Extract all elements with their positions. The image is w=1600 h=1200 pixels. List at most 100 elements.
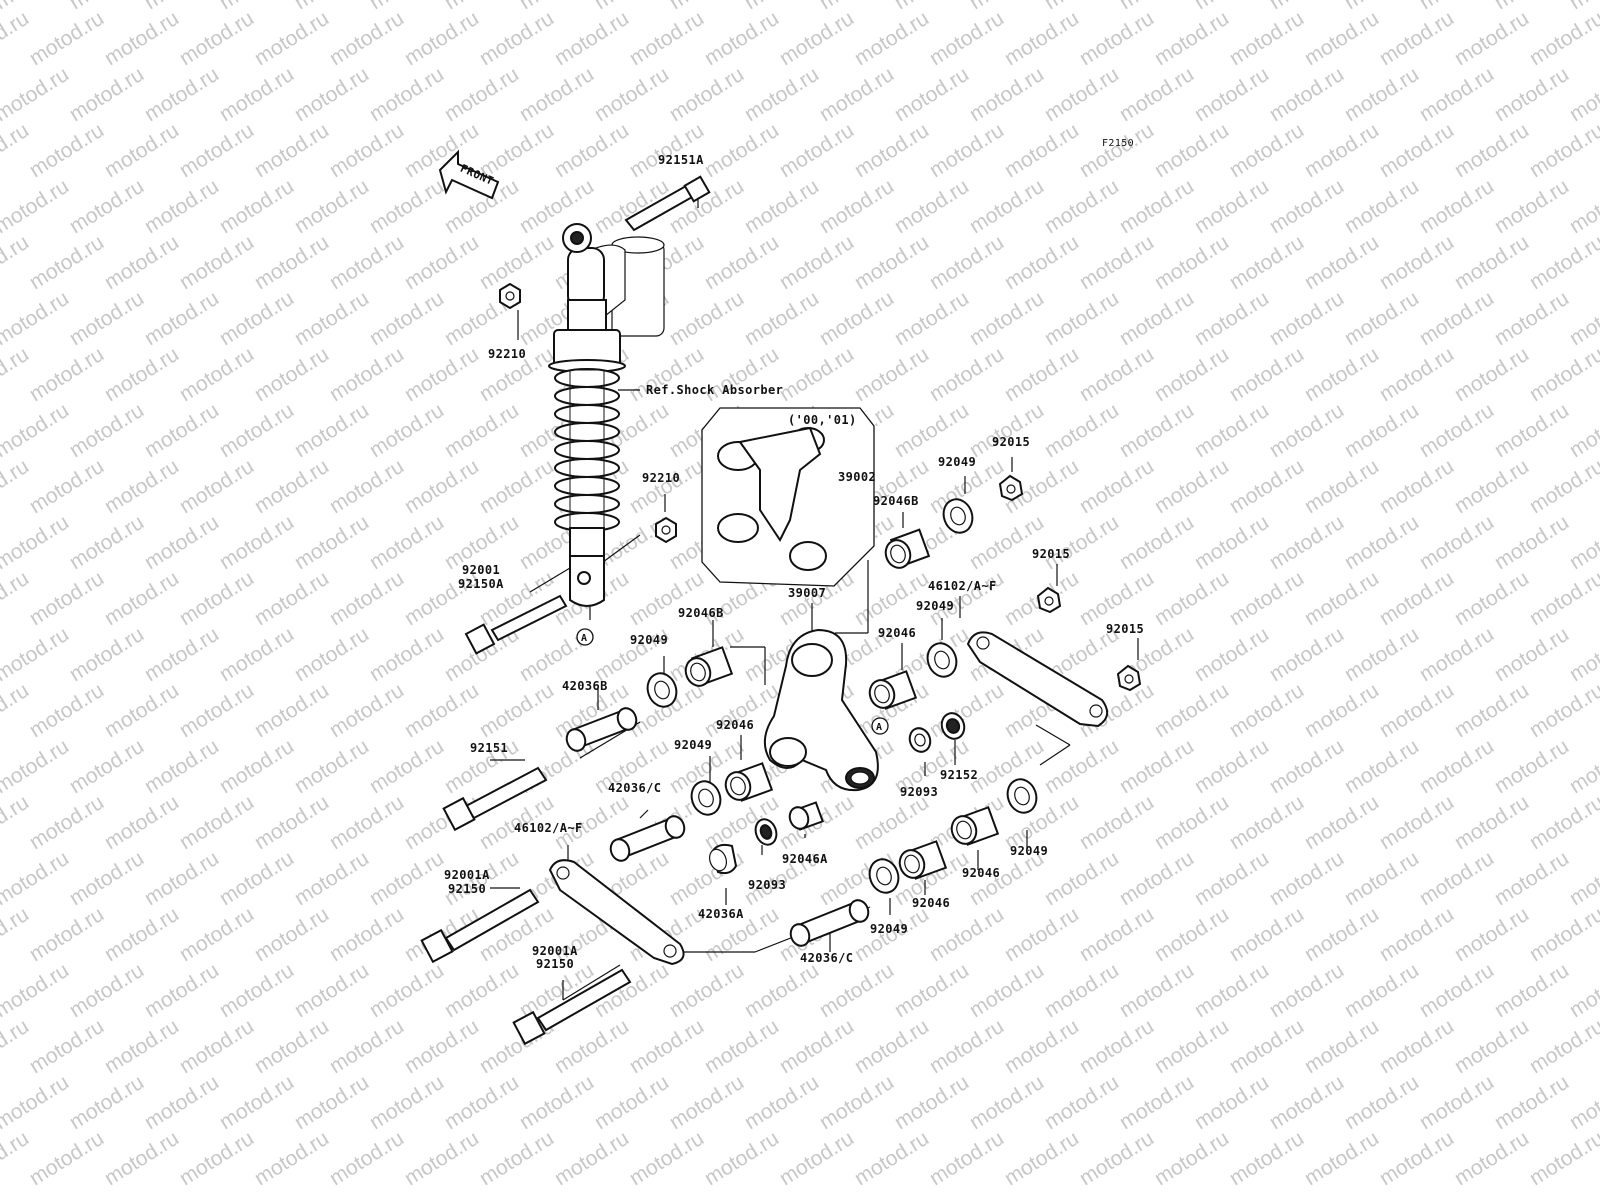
watermark-text: motod.ru [1340, 175, 1422, 238]
spring-coil [554, 476, 620, 496]
watermark-text: motod.ru [1150, 679, 1232, 742]
watermark-text: motod.ru [1000, 7, 1082, 70]
watermark-text: motod.ru [65, 287, 147, 350]
watermark-text: motod.ru [175, 791, 257, 854]
watermark-text: motod.ru [100, 1015, 182, 1078]
watermark-text: motod.ru [1340, 623, 1422, 686]
watermark-text: motod.ru [1040, 63, 1122, 126]
watermark-text: motod.ru [1225, 791, 1307, 854]
watermark-text: motod.ru [1000, 1127, 1082, 1190]
watermark-text: motod.ru [1265, 0, 1347, 14]
spring-coil [554, 494, 620, 514]
watermark-text: motod.ru [1340, 1071, 1422, 1134]
watermark-text: motod.ru [0, 175, 73, 238]
watermark-text: motod.ru [1300, 231, 1382, 294]
watermark-text: motod.ru [815, 287, 897, 350]
watermark-text: motod.ru [625, 1127, 707, 1190]
label-92093-2: 92093 [748, 878, 786, 892]
watermark-text: motod.ru [175, 7, 257, 70]
label-92150-1: 92150 [448, 882, 486, 896]
watermark-text: motod.ru [1265, 959, 1347, 1022]
label-92001A-2: 92001A [532, 944, 578, 958]
washer-92093-2 [754, 818, 778, 846]
watermark-text: motod.ru [65, 175, 147, 238]
watermark-text: motod.ru [890, 399, 972, 462]
watermark-text: motod.ru [1190, 399, 1272, 462]
watermark-text: motod.ru [250, 567, 332, 630]
watermark-text: motod.ru [1525, 679, 1600, 742]
watermark-text: motod.ru [25, 231, 107, 294]
watermark-text: motod.ru [1075, 343, 1157, 406]
watermark-text: motod.ru [65, 63, 147, 126]
watermark-text: motod.ru [700, 1015, 782, 1078]
watermark-text: motod.ru [1190, 175, 1272, 238]
watermark-text: motod.ru [1565, 287, 1600, 350]
watermark-text: motod.ru [475, 7, 557, 70]
watermark-text: motod.ru [475, 455, 557, 518]
watermark-text: motod.ru [850, 119, 932, 182]
watermark-text: motod.ru [0, 63, 73, 126]
label-92046A: 92046A [782, 852, 828, 866]
label-92001A-1: 92001A [444, 868, 490, 882]
watermark-text: motod.ru [1265, 511, 1347, 574]
watermark-text: motod.ru [1115, 63, 1197, 126]
watermark-text: motod.ru [1150, 7, 1232, 70]
watermark-text: motod.ru [325, 1015, 407, 1078]
watermark-text: motod.ru [1415, 0, 1497, 14]
watermark-text: motod.ru [1075, 791, 1157, 854]
watermark-text: motod.ru [1525, 567, 1600, 630]
watermark-text: motod.ru [890, 63, 972, 126]
bearing-92046-1 [868, 670, 918, 710]
watermark-text: motod.ru [365, 959, 447, 1022]
watermark-text: motod.ru [1490, 287, 1572, 350]
watermark-text: motod.ru [1300, 1127, 1382, 1190]
watermark-text: motod.ru [1000, 343, 1082, 406]
watermark-text: motod.ru [775, 1015, 857, 1078]
label-92046-1: 92046 [878, 626, 916, 640]
watermark-text: motod.ru [1115, 847, 1197, 910]
watermark-text: motod.ru [215, 287, 297, 350]
watermark-text: motod.ru [890, 287, 972, 350]
watermark-text: motod.ru [1225, 903, 1307, 966]
label-92093-1: 92093 [900, 785, 938, 799]
watermark-text: motod.ru [365, 847, 447, 910]
watermark-text: motod.ru [1340, 0, 1422, 14]
watermark-text: motod.ru [665, 1071, 747, 1134]
watermark-text: motod.ru [25, 455, 107, 518]
seal-92049-4 [690, 780, 722, 816]
watermark-text: motod.ru [1415, 847, 1497, 910]
collar-42036B [565, 707, 638, 752]
nut-92015-1 [998, 474, 1024, 502]
watermark-text: motod.ru [1190, 959, 1272, 1022]
watermark-text: motod.ru [325, 455, 407, 518]
bolt-92150-upper [420, 888, 540, 964]
watermark-text: motod.ru [175, 455, 257, 518]
watermark-text: motod.ru [550, 1127, 632, 1190]
watermark-text: motod.ru [1450, 231, 1532, 294]
label-46102-left: 46102/A~F [514, 821, 583, 835]
watermark-text: motod.ru [400, 1127, 482, 1190]
watermark-text: motod.ru [590, 0, 672, 14]
watermark-text: motod.ru [440, 0, 522, 14]
watermark-text: motod.ru [215, 175, 297, 238]
watermark-text: motod.ru [740, 63, 822, 126]
label-92049-6: 92049 [870, 922, 908, 936]
watermark-text: motod.ru [100, 791, 182, 854]
watermark-text: motod.ru [1040, 511, 1122, 574]
watermark-text: motod.ru [65, 1071, 147, 1134]
watermark-text: motod.ru [0, 1015, 33, 1078]
watermark-text: motod.ru [1525, 791, 1600, 854]
shock-absorber [548, 223, 665, 607]
watermark-text: motod.ru [290, 399, 372, 462]
watermark-text: motod.ru [65, 0, 147, 14]
watermark-text: motod.ru [1340, 399, 1422, 462]
watermark-text: motod.ru [215, 399, 297, 462]
watermark-text: motod.ru [850, 343, 932, 406]
watermark-text: motod.ru [25, 1015, 107, 1078]
watermark-text: motod.ru [1450, 119, 1532, 182]
label-92152: 92152 [940, 768, 978, 782]
spring-coil [554, 422, 620, 442]
watermark-text: motod.ru [1300, 1015, 1382, 1078]
watermark-text: motod.ru [250, 679, 332, 742]
watermark-text: motod.ru [1190, 1071, 1272, 1134]
